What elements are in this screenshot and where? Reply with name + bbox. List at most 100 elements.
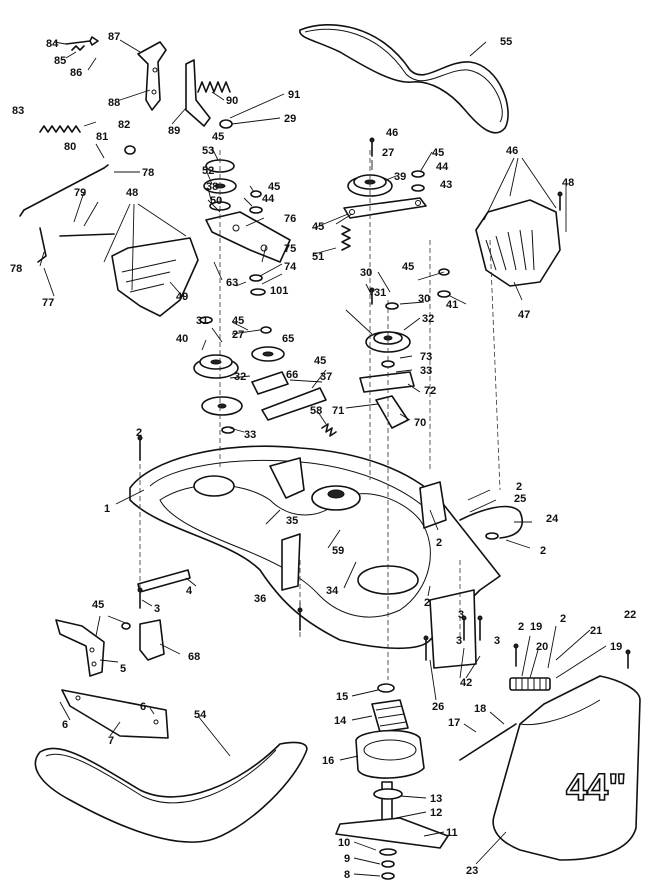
washer — [199, 316, 213, 324]
callout-36: 36 — [254, 593, 266, 605]
callout-32-a: 32 — [422, 313, 434, 325]
washer — [121, 622, 131, 630]
callout-45-f: 45 — [232, 315, 244, 327]
callout-13: 13 — [430, 793, 442, 805]
callout-83: 83 — [12, 105, 24, 117]
callout-34: 34 — [326, 585, 339, 597]
rod-80 — [19, 164, 109, 217]
callout-77: 77 — [42, 297, 54, 309]
callout-44-a: 44 — [262, 193, 275, 205]
callout-32-b: 32 — [234, 371, 246, 383]
bracket-68 — [139, 619, 165, 661]
callout-55: 55 — [500, 36, 512, 48]
callout-91: 91 — [288, 89, 300, 101]
callout-49: 49 — [176, 291, 188, 303]
callout-79: 79 — [74, 187, 86, 199]
callout-47: 47 — [518, 309, 530, 321]
callout-74: 74 — [284, 261, 297, 273]
callout-68: 68 — [188, 651, 200, 663]
callout-70: 70 — [414, 417, 426, 429]
belt-54 — [34, 741, 308, 843]
callout-33-b: 33 — [244, 429, 256, 441]
idler-arm-43 — [343, 197, 427, 219]
callout-78: 78 — [142, 167, 154, 179]
callout-45-a: 45 — [212, 131, 224, 143]
callout-44-b: 44 — [436, 161, 449, 173]
callout-3-a: 3 — [154, 603, 160, 615]
callout-27-a: 27 — [382, 147, 394, 159]
rod-79 — [59, 233, 115, 237]
callout-2-c: 2 — [516, 481, 522, 493]
callout-54: 54 — [194, 709, 207, 721]
callout-2-a: 2 — [136, 427, 142, 439]
callout-90: 90 — [226, 95, 238, 107]
callout-1: 1 — [104, 503, 110, 515]
callout-52: 52 — [202, 165, 214, 177]
callout-17: 17 — [448, 717, 460, 729]
callout-59: 59 — [332, 545, 344, 557]
bolt — [137, 587, 143, 609]
callout-88: 88 — [108, 97, 120, 109]
callout-6-b: 6 — [140, 701, 146, 713]
arm-7 — [61, 689, 169, 739]
washer — [219, 119, 233, 129]
callout-2-g: 2 — [560, 613, 566, 625]
callout-45-d: 45 — [312, 221, 324, 233]
callout-40: 40 — [176, 333, 188, 345]
callout-14: 14 — [334, 715, 347, 727]
callout-42: 42 — [460, 677, 472, 689]
callout-4: 4 — [186, 585, 193, 597]
callout-39: 39 — [394, 171, 406, 183]
callout-22: 22 — [624, 609, 636, 621]
washer — [250, 288, 266, 296]
bolt — [477, 615, 483, 641]
callout-51: 51 — [312, 251, 324, 263]
callout-15: 15 — [336, 691, 348, 703]
spring-20 — [509, 677, 551, 691]
callout-84: 84 — [46, 38, 59, 50]
callout-48-left: 48 — [126, 187, 138, 199]
pulley-32-left — [201, 396, 243, 416]
callout-37: 37 — [320, 371, 332, 383]
callout-12: 12 — [430, 807, 442, 819]
callout-80: 80 — [64, 141, 76, 153]
callout-21: 21 — [590, 625, 602, 637]
link-84 — [65, 36, 99, 51]
callout-labels: 55 84 85 86 87 88 89 90 91 29 83 81 82 8… — [10, 31, 636, 881]
belt-guard-49 — [111, 237, 199, 317]
callout-45-e: 45 — [402, 261, 414, 273]
callout-43: 43 — [440, 179, 452, 191]
callout-66: 66 — [286, 369, 298, 381]
deck-size-marking: 44" — [566, 767, 626, 809]
callout-30-b: 30 — [418, 293, 430, 305]
bolt — [513, 643, 519, 667]
belt-55 — [299, 24, 509, 134]
bolt — [423, 635, 429, 661]
callout-5: 5 — [120, 663, 126, 675]
spindle-assembly — [335, 683, 449, 880]
callout-101: 101 — [270, 285, 288, 297]
callout-35: 35 — [286, 515, 298, 527]
bolt — [369, 287, 375, 305]
callout-89: 89 — [168, 125, 180, 137]
callout-72: 72 — [424, 385, 436, 397]
callout-3-b: 3 — [458, 609, 464, 621]
callout-20: 20 — [536, 641, 548, 653]
callout-71: 71 — [332, 405, 344, 417]
callout-53: 53 — [202, 145, 214, 157]
callout-85: 85 — [54, 55, 66, 67]
callout-2-f: 2 — [518, 621, 524, 633]
callout-23: 23 — [466, 865, 478, 877]
washer — [250, 190, 262, 198]
rod-17 — [459, 723, 517, 761]
washer — [385, 302, 399, 310]
callout-45-g: 45 — [314, 355, 326, 367]
callout-24: 24 — [546, 513, 559, 525]
callout-7: 7 — [108, 735, 114, 747]
mower-deck-1 — [129, 445, 501, 669]
callout-18: 18 — [474, 703, 486, 715]
callout-63: 63 — [226, 277, 238, 289]
callout-33-a: 33 — [420, 365, 432, 377]
